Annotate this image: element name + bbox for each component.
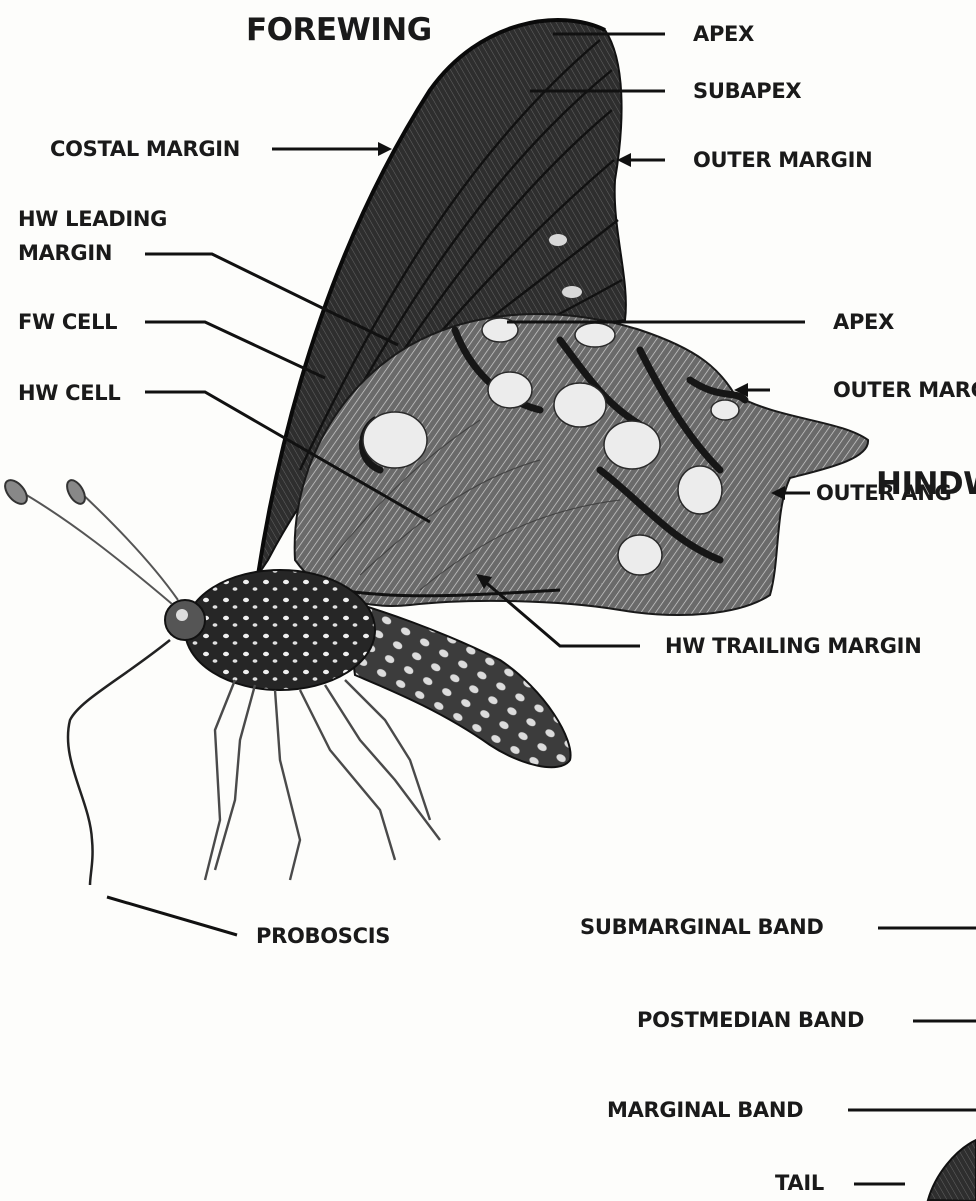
forewing-title: FOREWING bbox=[246, 12, 432, 48]
label-subapex: SUBAPEX bbox=[693, 78, 801, 104]
label-fw-cell: FW CELL bbox=[18, 309, 117, 335]
tail-shape bbox=[928, 1140, 976, 1201]
label-tail: TAIL bbox=[775, 1170, 824, 1196]
label-apex-forewing: APEX bbox=[693, 21, 754, 47]
label-postmedian-band: POSTMEDIAN BAND bbox=[637, 1007, 864, 1033]
proboscis-curve bbox=[68, 640, 170, 885]
antennae bbox=[1, 476, 178, 604]
label-hw-leading-margin-line1: HW LEADING bbox=[18, 206, 167, 232]
thorax bbox=[165, 570, 375, 690]
label-hw-cell: HW CELL bbox=[18, 380, 120, 406]
label-outer-angle: OUTER ANG bbox=[816, 480, 951, 506]
label-submarginal-band: SUBMARGINAL BAND bbox=[580, 914, 824, 940]
label-costal-margin: COSTAL MARGIN bbox=[50, 136, 240, 162]
label-marginal-band: MARGINAL BAND bbox=[607, 1097, 803, 1123]
label-outer-margin-forewing: OUTER MARGIN bbox=[693, 147, 872, 173]
label-hw-trailing-margin: HW TRAILING MARGIN bbox=[665, 633, 921, 659]
label-hw-leading-margin-line2: MARGIN bbox=[18, 240, 112, 266]
label-proboscis: PROBOSCIS bbox=[256, 923, 390, 949]
label-outer-margin-hindwing: OUTER MARG bbox=[833, 377, 976, 403]
legs bbox=[205, 680, 440, 880]
label-apex-hindwing: APEX bbox=[833, 309, 894, 335]
